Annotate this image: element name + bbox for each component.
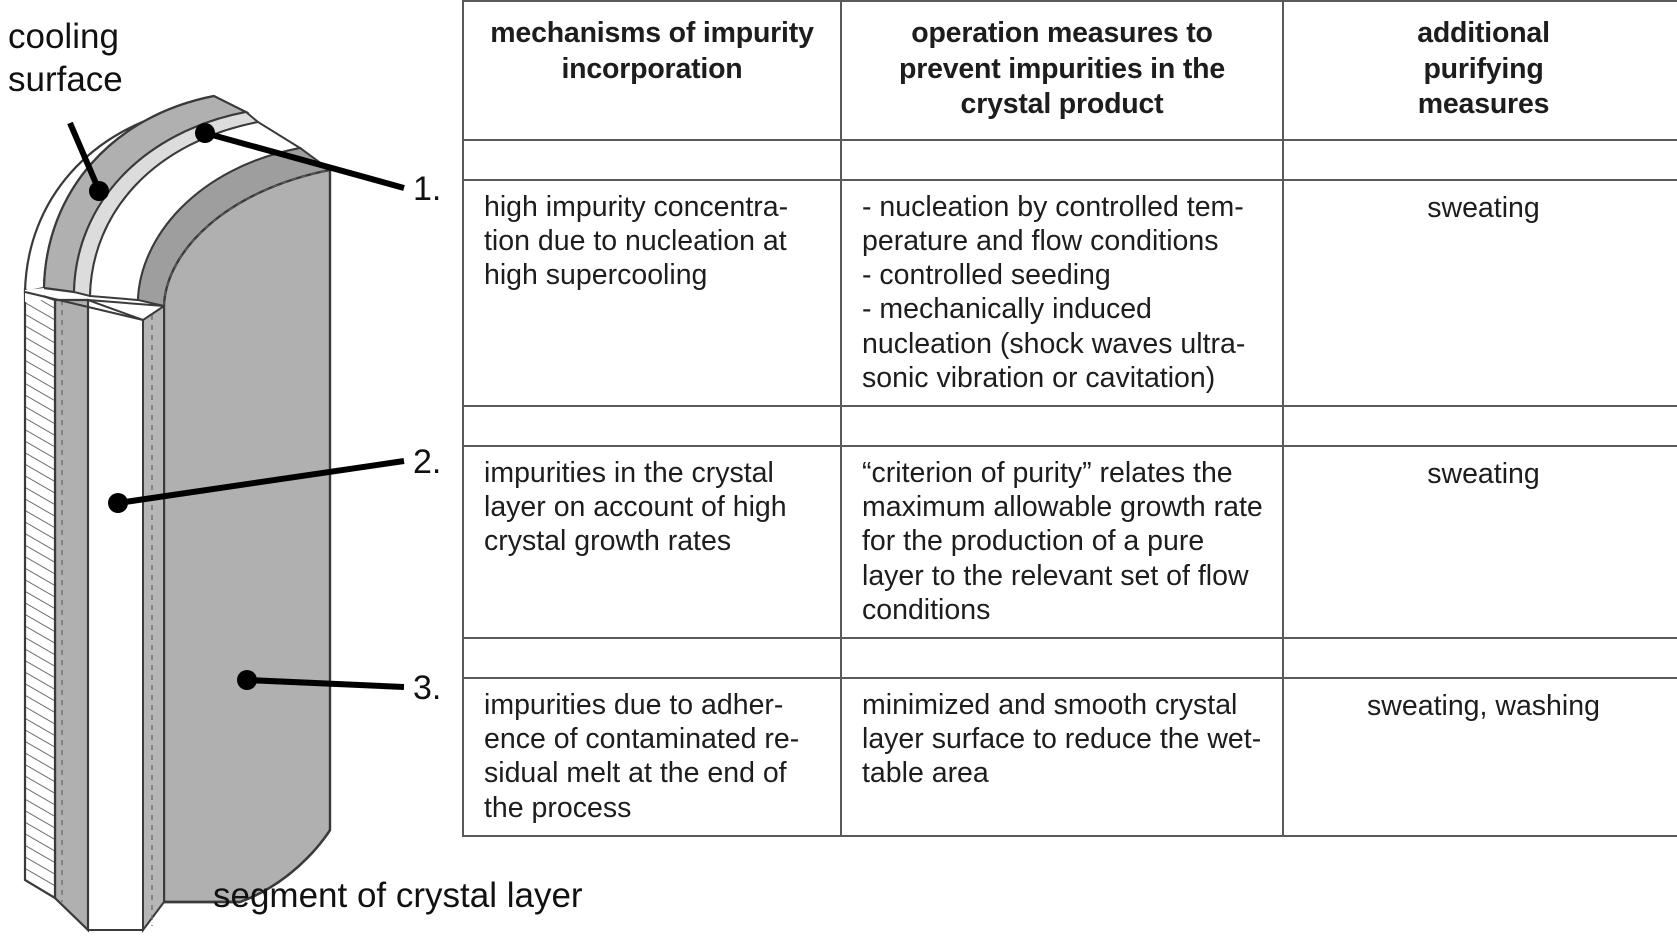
callout-number-1: 1. (413, 170, 442, 208)
crystal-layer-bottom-curve (164, 829, 332, 904)
cooling-surface-leader (67, 121, 109, 201)
mechanism-text-2: impurities in the crystal layer on accou… (484, 457, 787, 558)
measures-text-3: minimized and smooth crystal layer surfa… (862, 688, 1262, 790)
spacer-cell-b1 (840, 138, 1284, 181)
header-cell-purifying: additional purifying measures (1282, 0, 1677, 141)
table-row: impurities in the crystal layer on accou… (462, 445, 1677, 639)
cell-measures-2: “criterion of purity” relates the maximu… (840, 445, 1284, 639)
callout-leader-2 (108, 458, 405, 513)
spacer-row-3 (462, 636, 1677, 679)
header-cell-mechanisms: mechanisms of impurity incorporation (462, 0, 842, 141)
header-cell-measures: operation measures to prevent impurities… (840, 0, 1284, 141)
mechanism-text-3: impurities due to adher- ence of contami… (484, 688, 800, 824)
spacer-row-1 (462, 138, 1677, 181)
box-top-cut-line (24, 291, 144, 321)
melt-gap (87, 298, 144, 931)
spacer-cell-b3 (840, 636, 1284, 679)
cell-measures-1: - nucleation by controlled tem- perature… (840, 178, 1284, 408)
table-header-row: mechanisms of impurity incorporation ope… (462, 0, 1677, 141)
purifying-text-2: sweating (1427, 458, 1540, 490)
mechanism-text-1: high impurity concentra- tion due to nuc… (484, 190, 789, 292)
spacer-cell-c1 (1282, 138, 1677, 181)
purifying-text-3: sweating, washing (1367, 689, 1600, 722)
crystal-layer-left-face (142, 304, 165, 933)
cell-purifying-3: sweating, washing (1282, 676, 1677, 837)
purifying-text-1: sweating (1427, 191, 1540, 224)
spacer-row-2 (462, 405, 1677, 447)
cell-purifying-1: sweating (1282, 178, 1677, 408)
callout-leader-3 (237, 670, 405, 690)
crystal-layer-top-edge (163, 169, 331, 307)
spacer-cell-c3 (1282, 636, 1677, 679)
cooling-surface-band (23, 94, 261, 298)
box-inner-edge (87, 299, 165, 307)
cell-measures-3: minimized and smooth crystal layer surfa… (840, 676, 1284, 837)
table-row: impurities due to adher- ence of contami… (462, 676, 1677, 837)
spacer-cell-c2 (1282, 405, 1677, 447)
measures-text-2: “criterion of purity” relates the maximu… (862, 457, 1263, 626)
impurity-mechanisms-table: mechanisms of impurity incorporation ope… (462, 0, 1677, 837)
cell-purifying-2: sweating (1282, 445, 1677, 639)
spacer-cell-a1 (462, 138, 842, 181)
impurity-mechanisms-table-panel: mechanisms of impurity incorporation ope… (462, 0, 1677, 837)
header-text-mechanisms: mechanisms of impurity incorporation (490, 17, 814, 85)
crystal-layer-diagram: cooling surface segment of crystal layer… (0, 0, 583, 952)
cell-mechanism-1: high impurity concentra- tion due to nuc… (462, 178, 842, 408)
spacer-cell-b2 (840, 405, 1284, 447)
coolant-hatched-channel (23, 288, 57, 900)
spacer-cell-a3 (462, 636, 842, 679)
header-text-measures: operation measures to prevent impurities… (899, 17, 1225, 121)
crystal-layer-illustration (23, 94, 405, 933)
callout-leader-1 (195, 123, 405, 191)
spacer-cell-a2 (462, 405, 842, 447)
cooling-wall-band (53, 298, 90, 933)
segment-of-crystal-layer-label: segment of crystal layer (213, 876, 583, 915)
callout-number-2: 2. (413, 443, 442, 481)
crystal-layer-body (162, 168, 332, 904)
cooling-surface-label: cooling surface (8, 17, 123, 99)
cell-mechanism-2: impurities in the crystal layer on accou… (462, 445, 842, 639)
cell-mechanism-3: impurities due to adher- ence of contami… (462, 676, 842, 837)
table-row: high impurity concentra- tion due to nuc… (462, 178, 1677, 408)
header-text-purifying: additional purifying measures (1417, 17, 1550, 121)
callout-number-3: 3. (413, 669, 442, 707)
measures-text-1: - nucleation by controlled tem- perature… (862, 190, 1246, 394)
